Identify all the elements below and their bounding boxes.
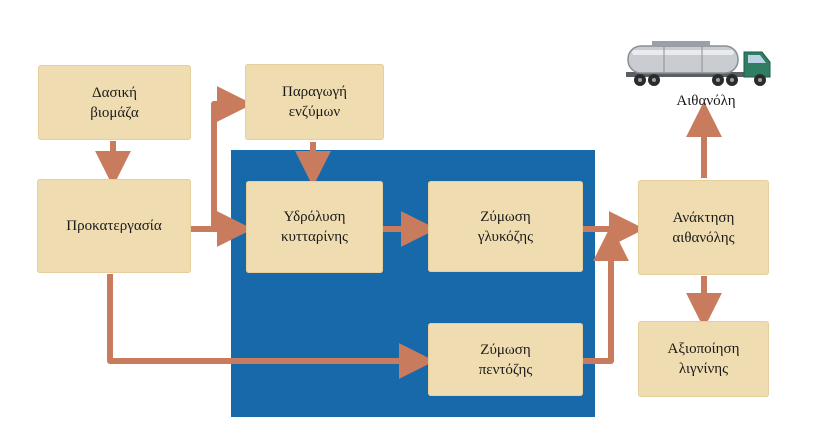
node-enzyme-production-label: Παραγωγή ενζύμων xyxy=(281,84,347,120)
arrow-pentose-to-recovery xyxy=(583,225,629,364)
node-pretreatment-label: Προκατεργασία xyxy=(66,218,162,234)
node-glucose-fermentation: Ζύμωση γλυκόζης xyxy=(428,181,583,272)
arrow-pretreatment-to-enzymes xyxy=(211,86,253,229)
node-glucose-fermentation-label: Ζύμωση γλυκόζης xyxy=(477,208,534,245)
node-forest-biomass-label: Δασική βιομάζα xyxy=(90,84,139,121)
tanker-truck-icon xyxy=(626,41,771,86)
arrow-pretreatment-to-pentose xyxy=(107,274,435,379)
node-ethanol-recovery: Ανάκτηση αιθανόλης xyxy=(638,180,769,275)
node-lignin-utilization: Αξιοποίηση λιγνίνης xyxy=(638,321,769,397)
node-cellulose-hydrolysis-label: Υδρόλυση κυτταρίνης xyxy=(281,209,348,245)
node-pentose-fermentation: Ζύμωση πεντόζης xyxy=(428,323,583,396)
node-enzyme-production: Παραγωγή ενζύμων xyxy=(245,64,384,140)
node-pentose-fermentation-label: Ζύμωση πεντόζης xyxy=(478,341,533,378)
node-pretreatment: Προκατεργασία xyxy=(37,179,191,273)
node-lignin-utilization-label: Αξιοποίηση λιγνίνης xyxy=(667,341,740,377)
node-cellulose-hydrolysis: Υδρόλυση κυτταρίνης xyxy=(246,181,383,273)
node-forest-biomass: Δασική βιομάζα xyxy=(38,65,191,140)
node-ethanol-recovery-label: Ανάκτηση αιθανόλης xyxy=(672,209,735,246)
ethanol-output-label: Αιθανόλη xyxy=(676,93,736,109)
